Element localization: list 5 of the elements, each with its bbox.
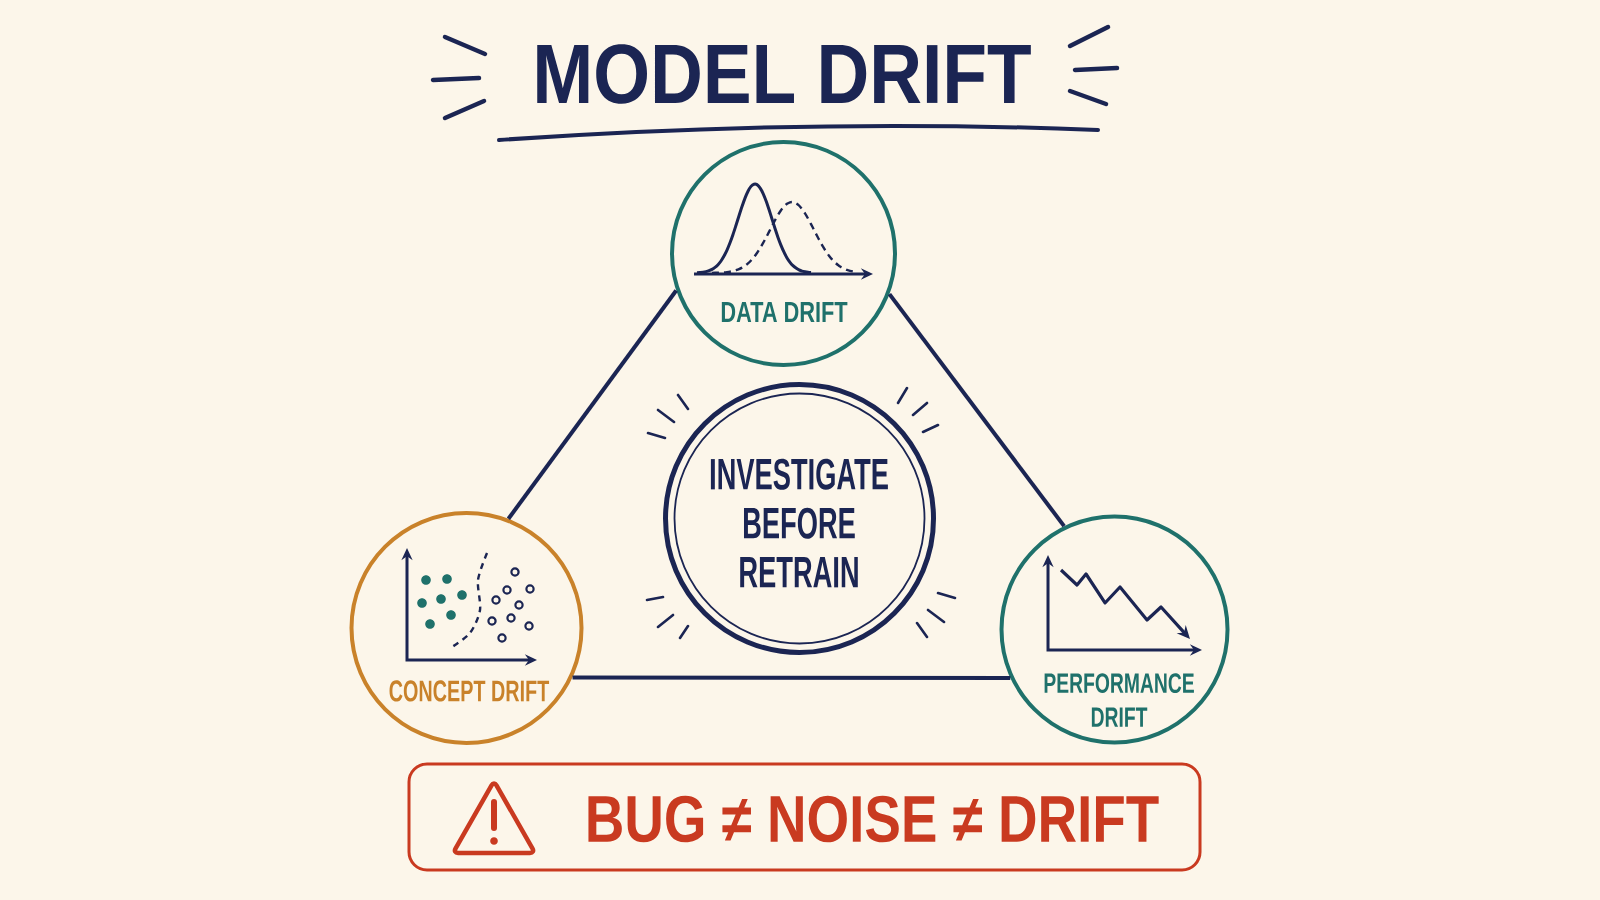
title: MODEL DRIFT [537, 44, 1031, 104]
connector-line [887, 292, 1066, 528]
warning-banner: BUG ≠ NOISE ≠ DRIFT [407, 762, 1202, 872]
connector-line [506, 289, 678, 520]
connector-line [572, 675, 1011, 681]
